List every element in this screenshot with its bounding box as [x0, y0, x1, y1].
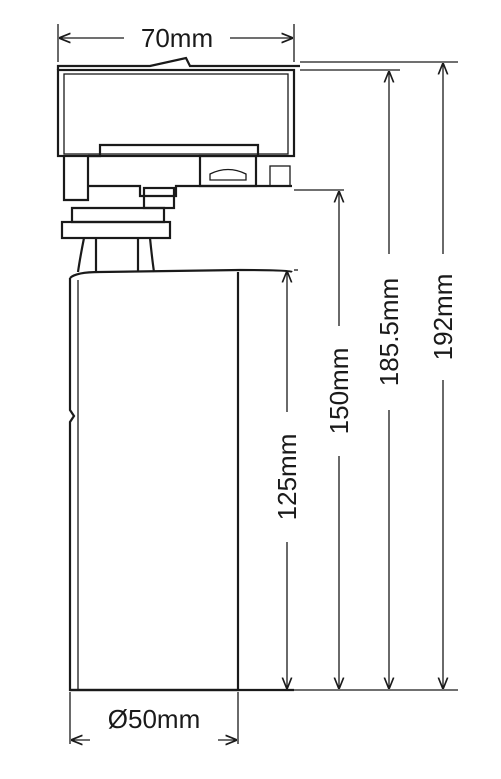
extension-lines — [57, 24, 458, 744]
dim-label-150: 150mm — [324, 348, 354, 435]
adapter-connector — [62, 143, 260, 202]
adapter-flange — [70, 206, 166, 224]
dimension-lines — [60, 38, 443, 740]
track-adapter — [56, 56, 300, 273]
dim-label-185: 185.5mm — [374, 278, 404, 386]
cylinder-outline — [68, 268, 293, 692]
adapter-neck — [142, 186, 176, 210]
dim-label-diameter: Ø50mm — [108, 704, 200, 734]
dimension-labels: 70mm Ø50mm 125mm 150mm 185.5mm 192mm — [108, 23, 458, 734]
dim-label-192: 192mm — [428, 274, 458, 361]
adapter-housing-inner — [63, 73, 289, 155]
cylinder-body — [68, 268, 294, 692]
mounting-plate — [60, 220, 172, 240]
adapter-plug-slot — [209, 168, 247, 181]
adapter-plug — [198, 154, 258, 188]
adapter-housing — [56, 68, 296, 158]
stem — [76, 237, 156, 273]
dim-label-125: 125mm — [272, 434, 302, 521]
dim-label-70: 70mm — [141, 23, 213, 53]
adapter-tab — [269, 165, 291, 187]
adapter-body-lower — [88, 184, 292, 198]
adapter-top-clip — [56, 56, 300, 70]
